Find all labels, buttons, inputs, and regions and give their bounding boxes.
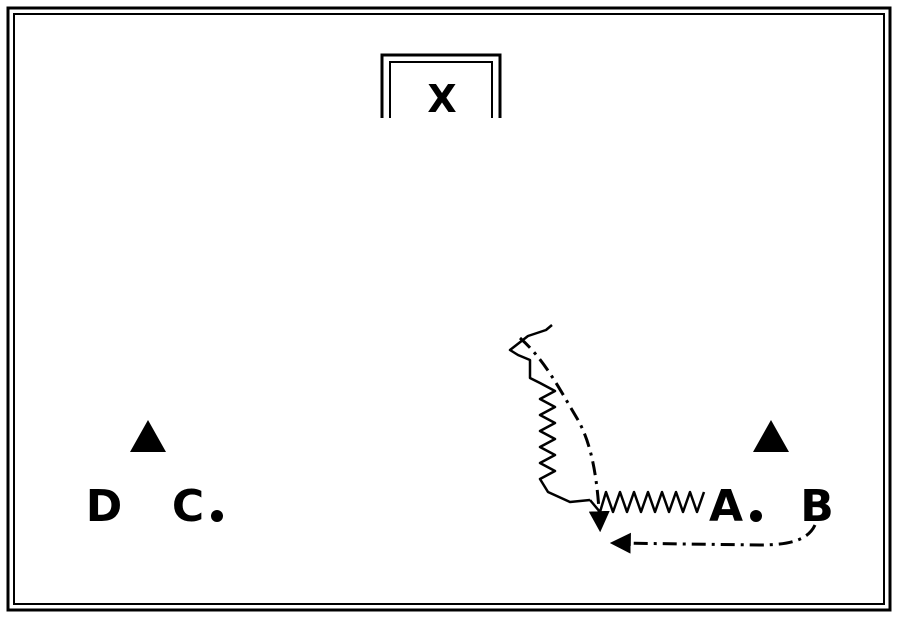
goal-inner-frame [389, 61, 493, 118]
goal-label: X [427, 77, 456, 121]
player-a: A [709, 481, 743, 532]
field-inner-border [13, 13, 885, 605]
right-cone [753, 420, 789, 452]
dribble-upward [508, 324, 591, 504]
ball-c [211, 510, 223, 522]
goal-outer-frame [380, 53, 502, 118]
player-c: C [172, 481, 204, 532]
ball-a [750, 510, 762, 522]
left-cone [130, 420, 166, 452]
goal: X [380, 53, 502, 121]
run-a-diagonal [519, 336, 610, 533]
field-outer-border [6, 6, 892, 612]
pass-b-to-a [609, 524, 817, 554]
dribble-a-left [589, 490, 706, 514]
player-b: B [800, 481, 834, 532]
player-d: D [86, 481, 123, 532]
